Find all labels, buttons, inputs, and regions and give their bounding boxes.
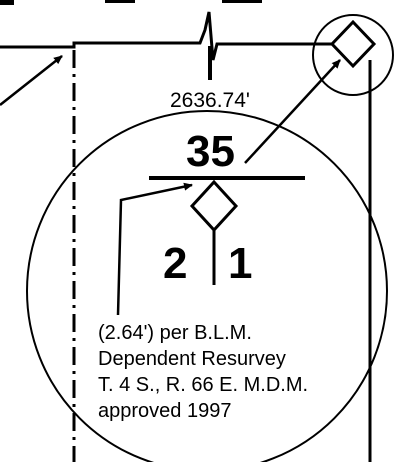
section-corner-diamond-icon [189,179,239,233]
note-line-2: Dependent Resurvey [98,348,286,370]
corner-pointer-arrow [244,59,341,164]
top-text-remnant-right [222,0,262,3]
upper-left-arrow [0,55,63,106]
top-boundary-line [0,11,344,61]
section-number-right: 1 [228,239,252,288]
section-number-top: 35 [186,127,235,176]
corner-circle [312,14,394,96]
distance-label: 2636.74' [170,89,250,112]
note-line-1: (2.64') per B.L.M. [98,322,252,344]
note-line-4: approved 1997 [98,400,231,422]
top-text-remnant-mid [105,0,135,3]
section-circle [26,110,388,462]
note-line-3: T. 4 S., R. 66 E. M.D.M. [98,374,308,396]
corner-diamond-icon [329,19,377,69]
top-text-remnant-left [0,0,14,5]
section-number-left: 2 [163,239,187,288]
note-pointer-arrow [116,182,193,316]
